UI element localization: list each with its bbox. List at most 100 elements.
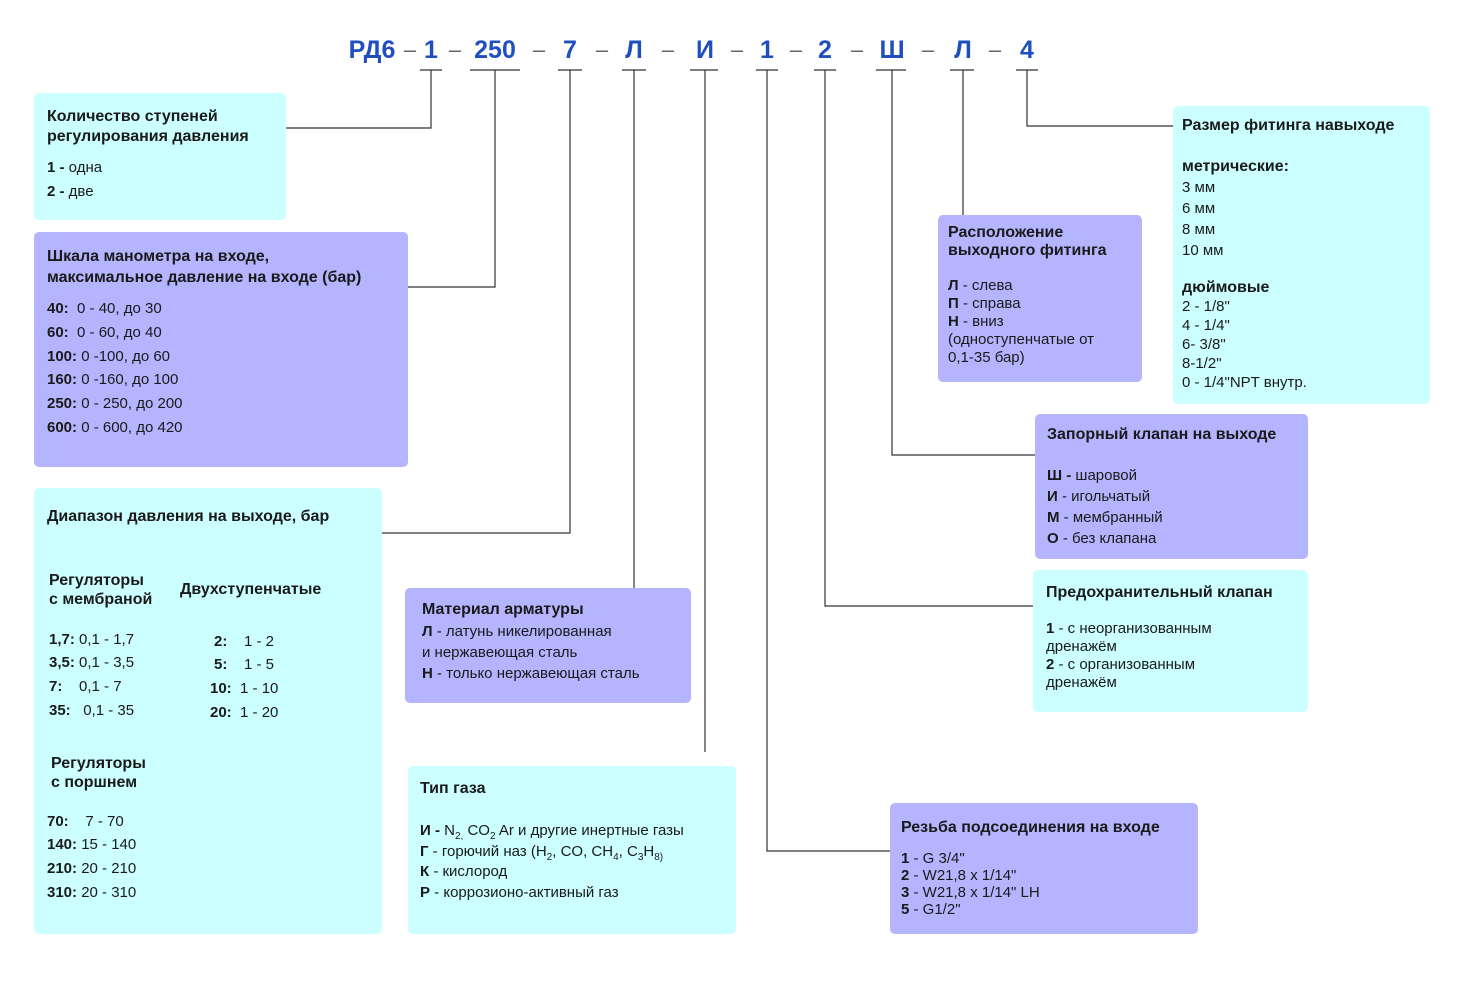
list-item: 60: 0 - 60, до 40	[47, 324, 162, 341]
list-item: И - N2, CO2 Ar и другие инертные газы	[420, 822, 684, 842]
list-item: 100: 0 -100, до 60	[47, 348, 171, 365]
list-item: 600: 0 - 600, до 420	[47, 419, 183, 436]
list-item: 8-1/2"	[1182, 355, 1222, 372]
membrane-title-line2: с мембраной	[49, 591, 153, 608]
code-segment-model: РД6	[348, 36, 396, 64]
list-item: М - мембранный	[1047, 509, 1163, 526]
list-item: 310: 20 - 310	[47, 884, 137, 901]
list-item: Г - горючий наз (H2, CO, CH4, C3H8)	[420, 843, 664, 863]
code-separator: –	[789, 37, 803, 62]
metric-title: метрические:	[1182, 158, 1289, 175]
list-item: дренажём	[1046, 638, 1117, 655]
list-item: 210: 20 - 210	[47, 860, 137, 877]
code-segment-gas: И	[696, 36, 714, 64]
list-item: 0,1-35 бар)	[948, 349, 1025, 366]
list-item: Л - латунь никелированная	[422, 623, 612, 640]
gauge-title: Шкала манометра на входе,	[47, 248, 270, 265]
code-segment-material: Л	[625, 36, 643, 64]
code-separator: –	[921, 37, 935, 62]
two-stage-title: Двухступенчатые	[180, 581, 322, 598]
list-item: 70: 7 - 70	[47, 813, 124, 830]
code-segment-relief: 2	[818, 36, 832, 64]
list-item: 6 мм	[1182, 200, 1216, 217]
list-item: 3,5: 0,1 - 3,5	[49, 654, 135, 671]
list-item: (одноступенчатые от	[948, 331, 1095, 348]
list-item: 2 - W21,8 x 1/14"	[901, 867, 1017, 884]
shutoff-title: Запорный клапан на выходе	[1047, 426, 1277, 443]
list-item: К - кислород	[420, 863, 508, 880]
stages-title: Количество ступеней	[47, 108, 218, 125]
list-item: 3 - W21,8 x 1/14" LH	[901, 884, 1040, 901]
stages-box: Количество ступеней регулирования давлен…	[34, 93, 286, 220]
piston-title-line2: с поршнем	[51, 774, 138, 791]
list-item: 1,7: 0,1 - 1,7	[49, 631, 135, 648]
list-item: 1 - с неорганизованным	[1046, 620, 1212, 637]
list-item: 250: 0 - 250, до 200	[47, 395, 183, 412]
list-item: 4 - 1/4"	[1182, 317, 1230, 334]
list-item: И - игольчатый	[1047, 488, 1151, 505]
list-item: 40: 0 - 40, до 30	[47, 300, 162, 317]
leader-stages	[286, 70, 432, 129]
list-item: 35: 0,1 - 35	[49, 702, 135, 719]
code-separator: –	[988, 37, 1002, 62]
fitting-size-title: Размер фитинга навыходе	[1182, 117, 1395, 134]
material-box: Материал арматуры Л - латунь никелирован…	[405, 588, 691, 703]
leader-shutoff	[891, 70, 1035, 456]
list-item: 2 - с организованным	[1046, 656, 1196, 673]
code-segment-outlet-range: 7	[563, 36, 577, 64]
leader-gauge	[408, 70, 496, 288]
piston-title: Регуляторы	[51, 755, 146, 772]
list-item: 2: 1 - 2	[214, 633, 275, 650]
code-separator: –	[661, 37, 675, 62]
code-separator: –	[595, 37, 609, 62]
code-segment-thread: 1	[760, 36, 774, 64]
code-segment-gauge: 250	[474, 36, 516, 64]
relief-title: Предохранительный клапан	[1046, 584, 1273, 601]
code-segment-fitting-pos: Л	[954, 36, 972, 64]
list-item: Л - слева	[948, 277, 1013, 294]
code-segment-fitting-size: 4	[1020, 36, 1034, 64]
list-item: П - справа	[948, 295, 1021, 312]
fitting-position-box: Расположение выходного фитинга Л - слева…	[938, 215, 1142, 382]
list-item: 1 - одна	[47, 159, 103, 176]
material-title: Материал арматуры	[422, 601, 584, 618]
relief-box: Предохранительный клапан 1 - с неорганиз…	[1033, 570, 1308, 712]
list-item: дренажём	[1046, 674, 1117, 691]
list-item: 3 мм	[1182, 179, 1216, 196]
gas-title: Тип газа	[420, 780, 486, 797]
list-item: 0 - 1/4"NPT внутр.	[1182, 374, 1307, 391]
list-item: 6- 3/8"	[1182, 336, 1226, 353]
fitting-position-title: Расположение	[948, 224, 1064, 241]
code-separator: –	[850, 37, 864, 62]
stages-title-line2: регулирования давления	[47, 128, 249, 145]
list-item: 1 - G 3/4"	[901, 850, 965, 867]
leader-relief	[824, 70, 1033, 607]
thread-box: Резьба подсоединения на входе 1 - G 3/4"…	[890, 803, 1198, 934]
shutoff-box: Запорный клапан на выходе Ш - шаровой И …	[1035, 414, 1308, 559]
gas-box: Тип газа И - N2, CO2 Ar и другие инертны…	[408, 766, 736, 934]
fitting-position-title-line2: выходного фитинга	[948, 242, 1107, 259]
code-segment-stages: 1	[424, 36, 438, 64]
list-item: Р - коррозионо-активный газ	[420, 884, 619, 901]
thread-title: Резьба подсоединения на входе	[901, 819, 1160, 836]
list-item: 5: 1 - 5	[214, 656, 275, 673]
code-separator: –	[730, 37, 744, 62]
leader-thread	[766, 70, 890, 852]
list-item: Ш - шаровой	[1047, 467, 1137, 484]
list-item: 10: 1 - 10	[210, 680, 279, 697]
code-separator: –	[532, 37, 546, 62]
fitting-size-box: Размер фитинга навыходе метрические: 3 м…	[1173, 106, 1430, 404]
list-item: 20: 1 - 20	[210, 704, 279, 721]
list-item: 5 - G1/2"	[901, 901, 961, 918]
list-item: 2 - 1/8"	[1182, 298, 1230, 315]
leader-outlet-range	[382, 70, 571, 534]
list-item: 2 - две	[47, 183, 94, 200]
list-item: 160: 0 -160, до 100	[47, 371, 179, 388]
list-item: О - без клапана	[1047, 530, 1157, 547]
code-segment-shutoff: Ш	[879, 36, 905, 64]
code-separator: –	[448, 37, 462, 62]
list-item: 8 мм	[1182, 221, 1216, 238]
leader-fitting-size	[1026, 70, 1173, 127]
inch-title: дюймовые	[1182, 279, 1270, 296]
